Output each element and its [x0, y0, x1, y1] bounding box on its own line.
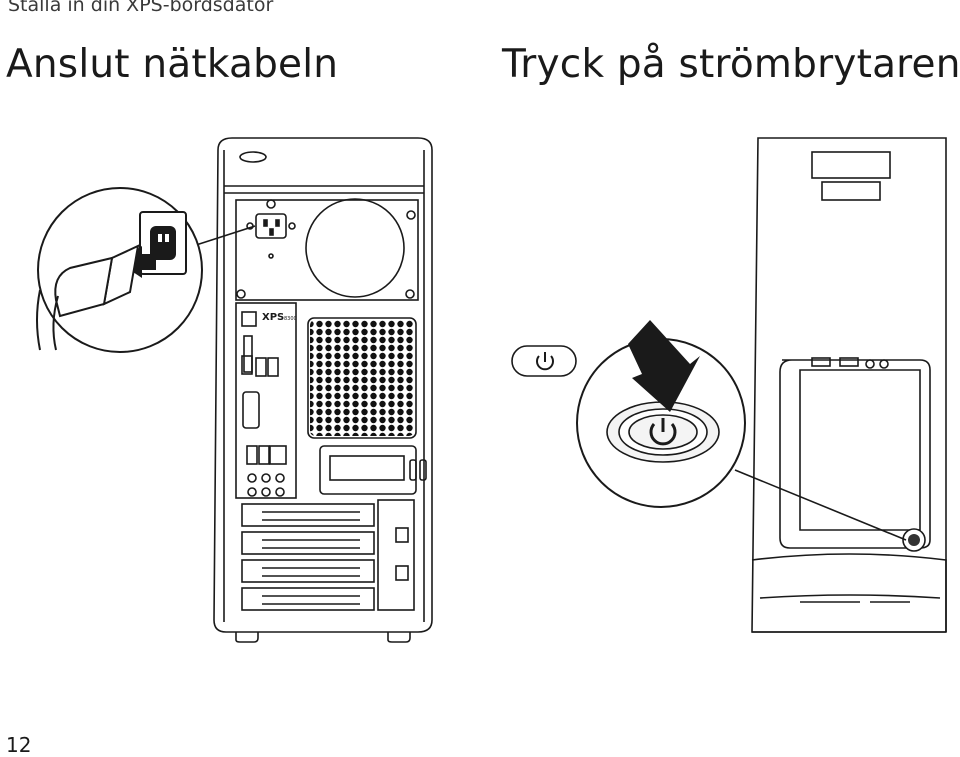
power-icon — [511, 345, 577, 377]
page-number: 12 — [6, 733, 32, 757]
step-heading-connect-power: Anslut nätkabeln — [6, 42, 339, 87]
computer-back-panel — [213, 137, 433, 643]
computer-front-panel — [751, 137, 947, 633]
chapter-title: Ställa in din XPS-bordsdator — [8, 0, 274, 16]
computer-model: 8300 — [284, 316, 297, 322]
power-cable-magnifier — [36, 187, 256, 353]
power-button-magnifier — [576, 320, 907, 541]
fan-grille — [310, 320, 414, 436]
step-heading-press-power: Tryck på strömbrytaren — [502, 42, 960, 87]
computer-badge: XPS — [262, 312, 284, 323]
press-arrow-icon — [628, 320, 700, 412]
